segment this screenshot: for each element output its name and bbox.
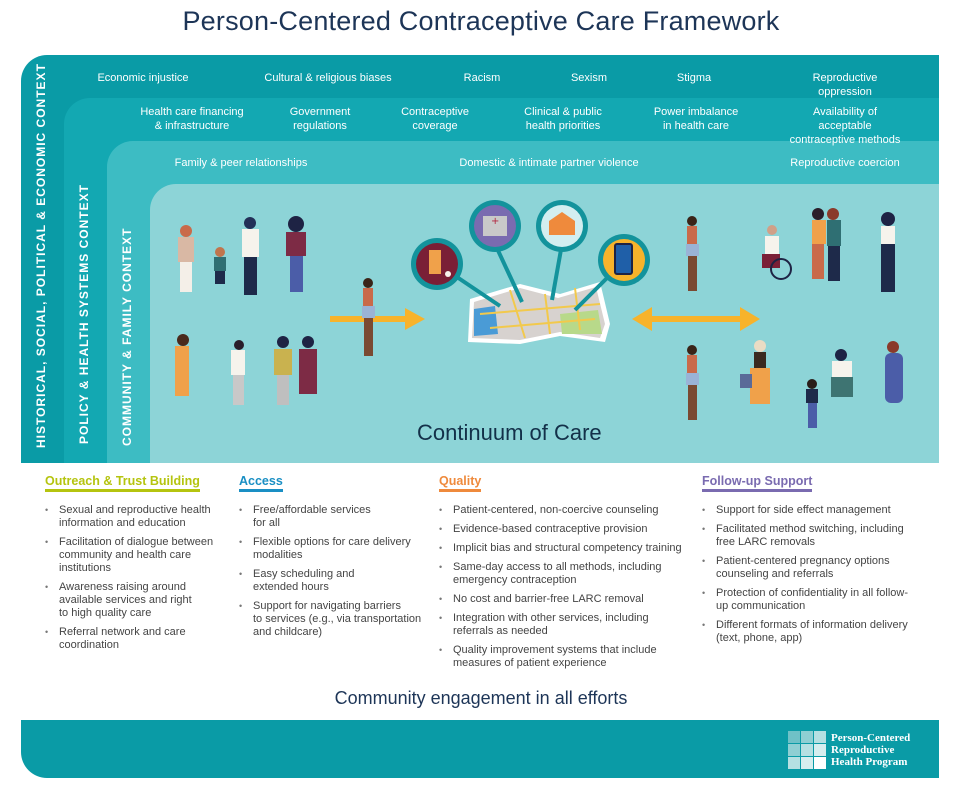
list-item: Free/affordable services for all [239,504,434,530]
people-group-top-left-icon [178,216,306,295]
factor-health-care-financing: Health care financing & infrastructure [140,106,244,132]
list-follow-up: Support for side effect management Facil… [702,504,942,645]
column-outreach: Outreach & Trust Building Sexual and rep… [45,474,235,658]
heading-outreach: Outreach & Trust Building [45,474,200,492]
label-community-context: COMMUNITY & FAMILY CONTEXT [120,227,134,446]
list-item: Quality improvement systems that include… [439,644,699,670]
list-item: Patient-centered pregnancy options couns… [702,555,942,581]
page-title: Person-Centered Contraceptive Care Frame… [182,6,780,36]
people-group-bottom-right-icon [686,340,903,428]
arrow-right-icon [330,308,425,330]
list-item: No cost and barrier-free LARC removal [439,593,699,606]
list-item: Facilitated method switching, including … [702,523,942,549]
map-icon [468,282,610,344]
list-item: Different formats of information deliver… [702,619,942,645]
people-group-top-right-icon [686,208,895,292]
factor-domestic-violence: Domestic & intimate partner violence [459,157,639,169]
list-item: Evidence-based contraceptive provision [439,523,699,536]
list-access: Free/affordable services for all Flexibl… [239,504,434,639]
list-item: Support for side effect management [702,504,942,517]
continuum-illustration: + [175,200,903,428]
factor-cultural-religious-biases: Cultural & religious biases [264,72,392,84]
footer-band [21,720,939,778]
list-item: Facilitation of dialogue between communi… [45,536,235,575]
heading-follow-up: Follow-up Support [702,474,813,492]
factor-method-availability: Availability of acceptable contraceptive… [789,106,901,146]
program-logo: Person-Centered Reproductive Health Prog… [788,731,910,769]
list-item: Referral network and care coordination [45,626,235,652]
people-group-bottom-left-icon [175,334,317,405]
list-item: Implicit bias and structural competency … [439,542,699,555]
list-item: Awareness raising around available servi… [45,581,235,620]
column-access: Access Free/affordable services for all … [239,474,434,645]
pin-phone-telehealth-icon [573,234,650,312]
list-item: Same-day access to all methods, includin… [439,561,699,587]
factor-power-imbalance: Power imbalance in health care [653,106,739,132]
factor-reproductive-oppression: Reproductive oppression [812,72,878,98]
factor-racism: Racism [463,72,501,84]
column-follow-up: Follow-up Support Support for side effec… [702,474,942,651]
walking-person-icon [362,278,375,356]
factor-economic-injustice: Economic injustice [97,72,189,84]
heading-quality: Quality [439,474,482,492]
list-item: Patient-centered, non-coercive counselin… [439,504,699,517]
logo-grid-icon [788,731,826,769]
factor-stigma: Stigma [676,72,712,84]
label-historical-context: HISTORICAL, SOCIAL, POLITICAL & ECONOMIC… [34,63,48,448]
factor-reproductive-coercion: Reproductive coercion [790,157,900,169]
heading-access: Access [239,474,283,492]
arrow-bidirectional-icon [632,307,760,331]
list-item: Sexual and reproductive health informati… [45,504,235,530]
column-quality: Quality Patient-centered, non-coercive c… [439,474,699,676]
list-item: Easy scheduling and extended hours [239,568,434,594]
list-item: Support for navigating barriers to servi… [239,600,434,639]
pin-hospital-icon: + [469,200,524,303]
factor-sexism: Sexism [570,72,608,84]
factor-clinical-public-health: Clinical & public health priorities [524,106,602,132]
factor-government-regulations: Government regulations [289,106,351,132]
list-item: Protection of confidentiality in all fol… [702,587,942,613]
pin-pill-bottle-icon [411,238,502,308]
svg-text:+: + [491,216,499,227]
list-outreach: Sexual and reproductive health informati… [45,504,235,652]
factor-contraceptive-coverage: Contraceptive coverage [401,106,469,132]
pin-school-icon [536,200,588,301]
list-quality: Patient-centered, non-coercive counselin… [439,504,699,670]
label-policy-context: POLICY & HEALTH SYSTEMS CONTEXT [77,184,91,444]
list-item: Flexible options for care delivery modal… [239,536,434,562]
logo-text: Person-Centered Reproductive Health Prog… [831,732,911,768]
community-engagement-label: Community engagement in all efforts [334,688,628,708]
list-item: Integration with other services, includi… [439,612,699,638]
factor-family-peer: Family & peer relationships [174,157,308,169]
continuum-of-care-label: Continuum of Care [417,420,602,445]
